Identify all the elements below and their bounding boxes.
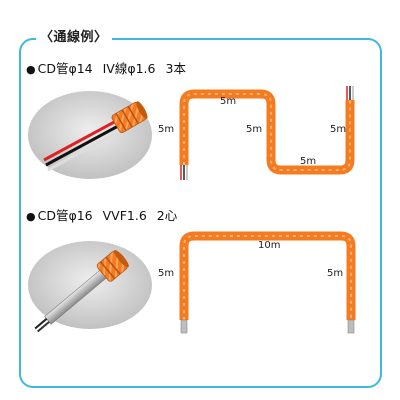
conduit-route-1 (179, 86, 355, 180)
dim-mid-1: 5m (246, 124, 263, 135)
cd-conduit-iv-wire-photo (28, 91, 152, 179)
wire-count: 3本 (165, 61, 186, 76)
wire-type: IV線φ1.6 (102, 61, 156, 76)
example-1-spec: ●CD管φ14 IV線φ1.6 3本 (26, 61, 186, 78)
bullet-icon: ● (26, 210, 36, 223)
conduit-route-2 (179, 231, 356, 334)
dim-right-2: 5m (327, 268, 344, 279)
conduit-size: CD管φ16 (37, 208, 93, 223)
dim-top-2: 10m (258, 240, 281, 251)
cd-conduit-vvf-photo (28, 241, 152, 333)
bullet-icon: ● (26, 63, 36, 76)
wiring-example-panel (19, 38, 382, 388)
dim-right-1: 5m (330, 124, 347, 135)
wire-type: VVF1.6 (102, 208, 147, 223)
dim-top-1: 5m (220, 96, 237, 107)
dim-left-2: 5m (158, 268, 175, 279)
wire-count: 2心 (156, 208, 178, 223)
conduit-size: CD管φ14 (37, 61, 93, 76)
dim-bottom-1: 5m (300, 156, 317, 167)
dim-left-1: 5m (158, 124, 175, 135)
panel-title: 〈通線例〉 (36, 30, 112, 46)
example-2-spec: ●CD管φ16 VVF1.6 2心 (26, 208, 177, 225)
